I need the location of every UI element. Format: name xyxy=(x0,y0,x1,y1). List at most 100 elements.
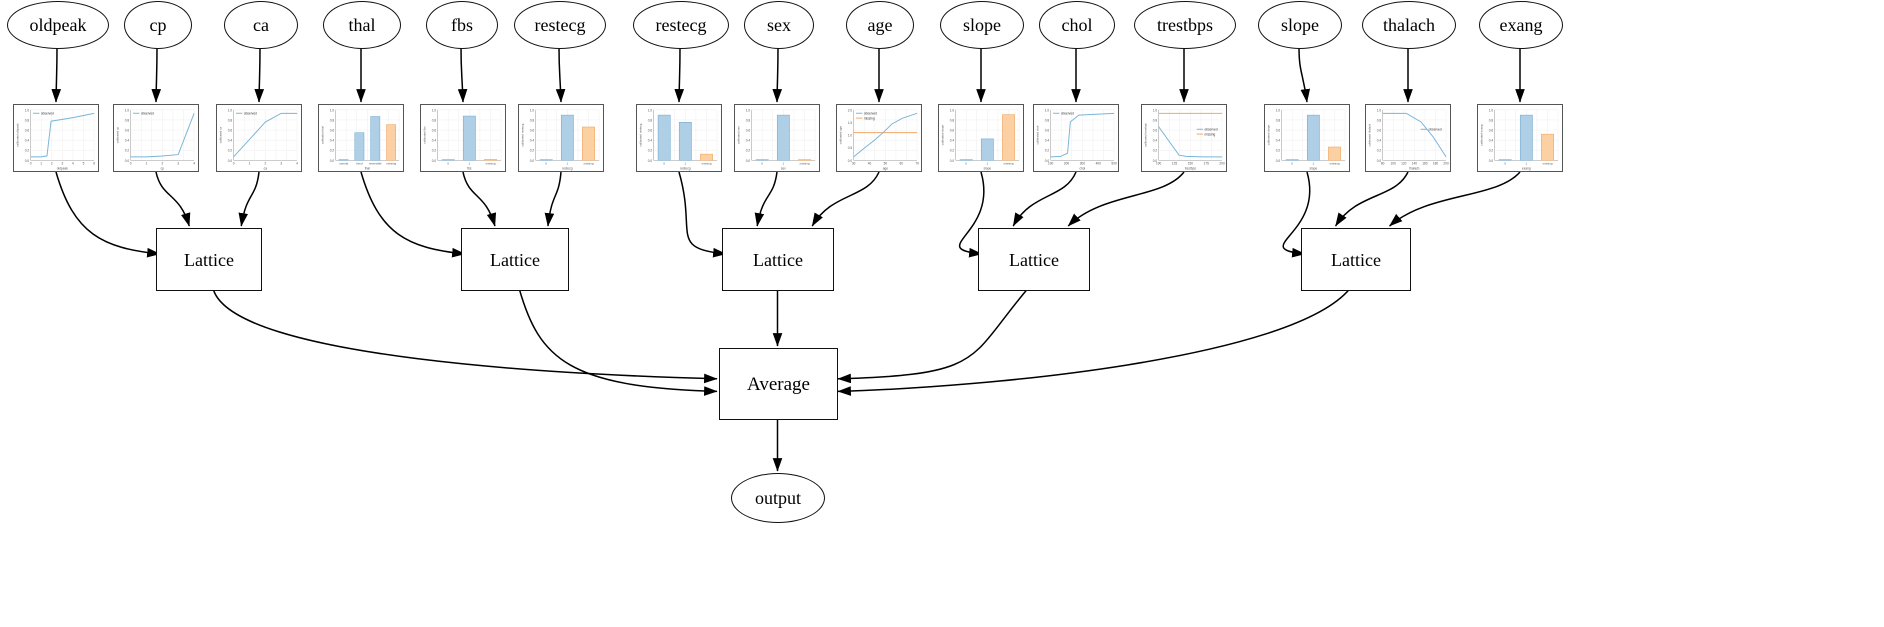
input-node-thalach-13[interactable]: thalach xyxy=(1362,1,1456,49)
svg-text:50: 50 xyxy=(884,162,888,166)
input-node-thal-3[interactable]: thal xyxy=(323,1,401,49)
svg-text:6: 6 xyxy=(93,162,95,166)
svg-text:0.6: 0.6 xyxy=(228,129,233,133)
svg-text:thal: thal xyxy=(365,167,370,171)
input-node-label: restecg xyxy=(655,15,707,35)
svg-text:missing: missing xyxy=(386,162,396,166)
lattice-node-2[interactable]: Lattice xyxy=(722,228,834,291)
svg-text:0.4: 0.4 xyxy=(330,139,335,143)
input-node-label: thalach xyxy=(1383,15,1435,35)
svg-text:0.6: 0.6 xyxy=(330,129,335,133)
svg-text:chol: chol xyxy=(1079,167,1085,171)
lattice-node-1[interactable]: Lattice xyxy=(461,228,569,291)
svg-text:calibrated thalach: calibrated thalach xyxy=(1367,123,1371,146)
svg-text:0.8: 0.8 xyxy=(1045,118,1050,122)
svg-text:missing: missing xyxy=(1004,162,1014,166)
input-node-cp-1[interactable]: cp xyxy=(124,1,192,49)
lattice-node-4[interactable]: Lattice xyxy=(1301,228,1411,291)
svg-text:calibrated slope: calibrated slope xyxy=(1266,125,1270,146)
svg-text:0.2: 0.2 xyxy=(330,149,335,153)
input-node-oldpeak-0[interactable]: oldpeak xyxy=(7,1,109,49)
input-node-fbs-4[interactable]: fbs xyxy=(426,1,498,49)
svg-text:calibrated oldpeak: calibrated oldpeak xyxy=(15,123,19,147)
svg-text:180: 180 xyxy=(1433,162,1439,166)
input-node-trestbps-11[interactable]: trestbps xyxy=(1134,1,1236,49)
edge-input-to-calibrator-6 xyxy=(674,46,685,103)
input-node-chol-10[interactable]: chol xyxy=(1039,1,1115,49)
lattice-node-0[interactable]: Lattice xyxy=(156,228,262,291)
svg-text:125: 125 xyxy=(1172,162,1178,166)
svg-text:150: 150 xyxy=(1188,162,1194,166)
lattice-node-3[interactable]: Lattice xyxy=(978,228,1090,291)
input-node-sex-7[interactable]: sex xyxy=(744,1,814,49)
input-node-age-8[interactable]: age xyxy=(846,1,914,49)
lattice-node-label: Lattice xyxy=(753,249,803,270)
svg-text:reversible: reversible xyxy=(369,162,382,166)
svg-text:0.6: 0.6 xyxy=(125,129,130,133)
edge-calibrator-to-lattice-0 xyxy=(55,171,161,258)
input-node-slope-9[interactable]: slope xyxy=(940,1,1024,49)
input-node-label: slope xyxy=(1281,15,1319,35)
svg-text:500: 500 xyxy=(1111,162,1117,166)
svg-text:calibrated exang: calibrated exang xyxy=(1479,124,1483,146)
svg-text:1.0: 1.0 xyxy=(1489,108,1494,112)
output-node[interactable]: output xyxy=(731,473,825,523)
svg-text:200: 200 xyxy=(1443,162,1449,166)
svg-text:3: 3 xyxy=(280,162,282,166)
svg-text:40: 40 xyxy=(868,162,872,166)
svg-text:observed: observed xyxy=(1205,128,1218,132)
svg-text:4: 4 xyxy=(72,162,74,166)
svg-text:200: 200 xyxy=(1064,162,1070,166)
average-node[interactable]: Average xyxy=(719,348,838,420)
input-node-ca-2[interactable]: ca xyxy=(224,1,298,49)
svg-text:calibrated cp: calibrated cp xyxy=(115,126,119,143)
svg-text:0.5: 0.5 xyxy=(848,146,853,150)
svg-text:0.6: 0.6 xyxy=(648,129,653,133)
svg-text:4: 4 xyxy=(193,162,195,166)
svg-text:observed: observed xyxy=(244,112,257,116)
svg-text:normal: normal xyxy=(339,162,348,166)
input-node-exang-14[interactable]: exang xyxy=(1479,1,1563,49)
svg-text:1: 1 xyxy=(1313,162,1315,166)
svg-text:0.0: 0.0 xyxy=(950,159,955,163)
svg-text:missing: missing xyxy=(486,162,496,166)
svg-text:0.6: 0.6 xyxy=(746,129,751,133)
edge-calibrator-to-lattice-7 xyxy=(754,171,778,227)
input-node-label: thal xyxy=(348,15,376,35)
svg-text:0: 0 xyxy=(545,162,547,166)
input-node-slope-12[interactable]: slope xyxy=(1258,1,1342,49)
svg-text:0.2: 0.2 xyxy=(648,149,653,153)
svg-text:100: 100 xyxy=(1048,162,1054,166)
svg-text:70: 70 xyxy=(915,162,919,166)
svg-text:160: 160 xyxy=(1422,162,1428,166)
svg-text:0.4: 0.4 xyxy=(1153,139,1158,143)
svg-text:1: 1 xyxy=(1526,162,1528,166)
edge-calibrator-to-lattice-8 xyxy=(811,171,880,227)
svg-text:0.8: 0.8 xyxy=(950,118,955,122)
svg-text:1.0: 1.0 xyxy=(1153,108,1158,112)
input-node-restecg-5[interactable]: restecg xyxy=(514,1,606,49)
svg-text:missing: missing xyxy=(584,162,594,166)
svg-text:1.0: 1.0 xyxy=(950,108,955,112)
input-node-restecg-6[interactable]: restecg xyxy=(633,1,729,49)
svg-text:60: 60 xyxy=(899,162,903,166)
svg-text:0.8: 0.8 xyxy=(25,118,30,122)
svg-text:0.2: 0.2 xyxy=(1377,149,1382,153)
svg-text:0.4: 0.4 xyxy=(1045,139,1050,143)
